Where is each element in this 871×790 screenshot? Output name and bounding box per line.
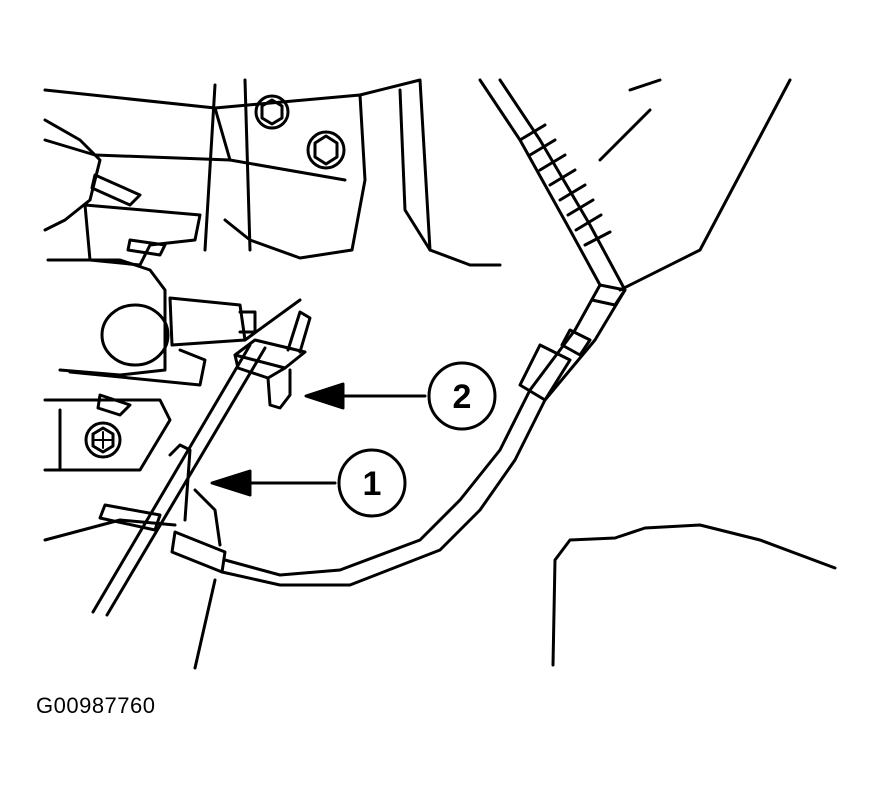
mounting-bracket xyxy=(43,78,502,267)
callout-number-2: 2 xyxy=(453,378,472,416)
leader-line-2 xyxy=(304,382,427,410)
callout-circle-2 xyxy=(427,361,497,431)
cable-right xyxy=(220,78,792,587)
panel-lower-right xyxy=(551,523,837,667)
lower-panel xyxy=(43,443,227,670)
callout-circle-1 xyxy=(337,448,407,518)
cable-clip-2 xyxy=(233,298,312,410)
leader-line-1 xyxy=(210,469,337,497)
bolt-middle xyxy=(306,130,346,170)
bolt-lower xyxy=(84,421,122,459)
bolt-upper xyxy=(254,94,290,130)
cable-1 xyxy=(91,343,267,617)
callout-number-1: 1 xyxy=(363,465,382,503)
lock-mechanism xyxy=(43,118,257,472)
figure-id-label: G00987760 xyxy=(36,693,156,718)
